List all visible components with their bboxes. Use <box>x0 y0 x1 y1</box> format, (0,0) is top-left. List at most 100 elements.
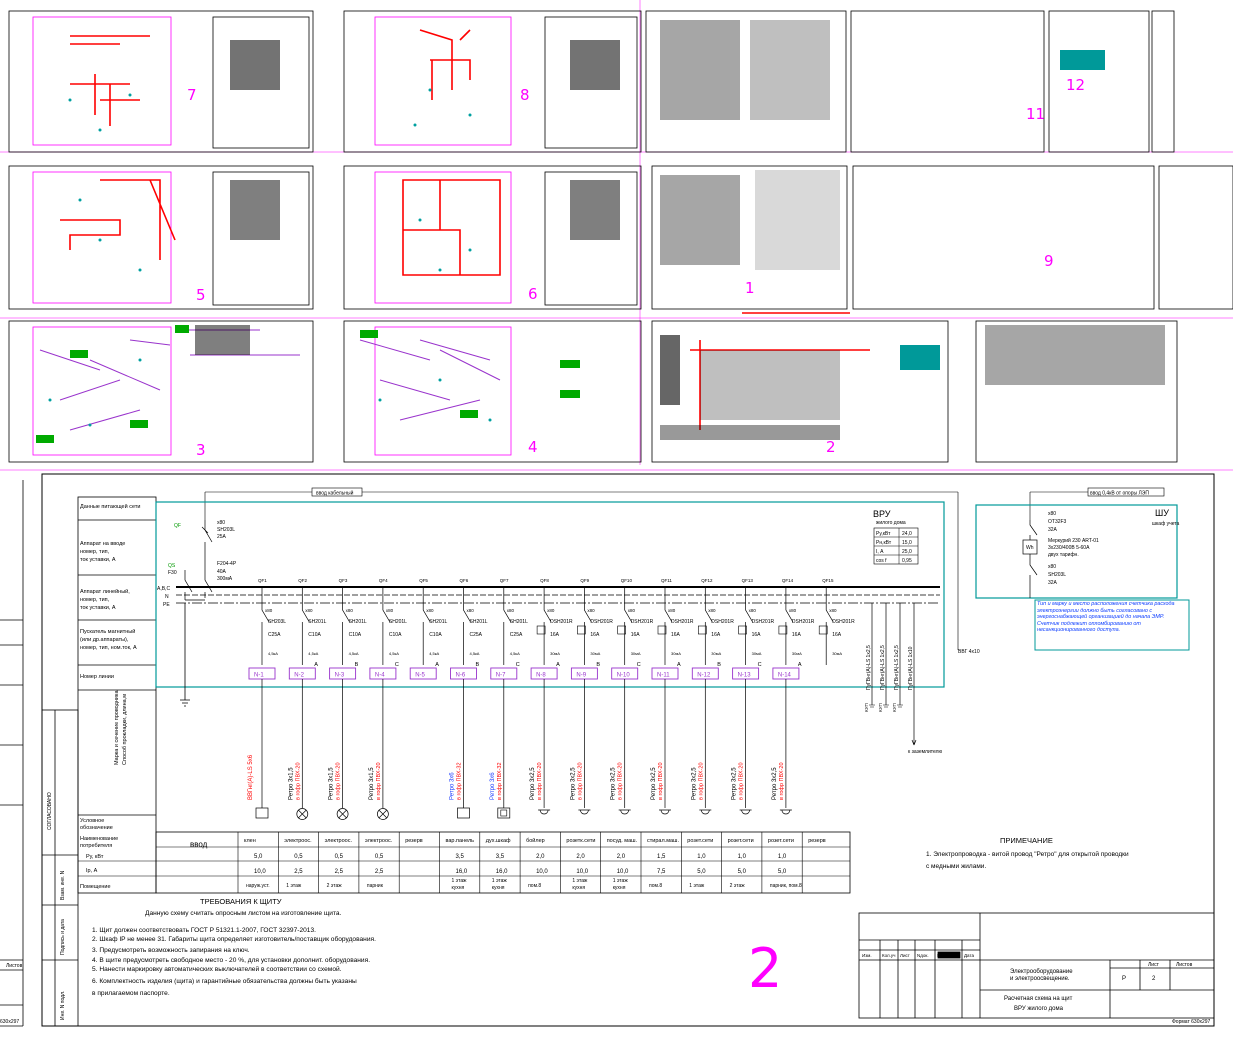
qf-curve: 4,5кА <box>510 651 520 656</box>
svg-text:3. Предусмотреть возможность з: 3. Предусмотреть возможность запирания н… <box>92 947 250 954</box>
socket-symbol <box>659 809 671 815</box>
svg-text:ток уставки, А: ток уставки, А <box>80 557 116 563</box>
phase-label: A <box>677 662 681 668</box>
qf-curve: 30мА <box>550 651 560 656</box>
qf-rating: x80 <box>467 608 475 613</box>
sheet-11-frame <box>850 10 1045 153</box>
sheet-number: 1 <box>745 279 755 297</box>
line-number: N-7 <box>496 673 506 679</box>
qf-type: DSH201R <box>631 619 654 625</box>
svg-text:потребителя: потребителя <box>80 843 112 849</box>
qf-rating: x80 <box>386 608 394 613</box>
to-ground-label: к заземлителю <box>908 749 943 755</box>
breaker-symbol <box>704 587 713 665</box>
qf-amp: C10A <box>349 632 362 638</box>
phase-label: A <box>556 662 560 668</box>
qf-curve: 4,5кА <box>268 651 278 656</box>
svg-text:Способ прокладки, длина,м: Способ прокладки, длина,м <box>122 694 128 765</box>
breaker-symbol <box>463 587 471 665</box>
phase-label: A <box>798 662 802 668</box>
phase-label: C <box>758 662 762 668</box>
qf-curve: 30мА <box>711 651 721 656</box>
qf-type: DSH201R <box>832 619 855 625</box>
sheet-7-frame <box>8 10 314 153</box>
rcd-symbol <box>536 625 546 635</box>
qf-amp: 16A <box>631 632 641 638</box>
qf-label: QF15 <box>822 578 834 583</box>
phase-label: C <box>516 662 520 668</box>
room-cell: 1 этаж <box>286 883 302 889</box>
qf-amp: C10A <box>429 632 442 638</box>
cable-label: Ретро 3х2,5 <box>611 767 617 800</box>
pipe-label: в гофр ПВХ-20 <box>336 762 342 800</box>
qf-label: QF7 <box>500 578 509 583</box>
phase-label: B <box>717 662 721 668</box>
line-number: N-1 <box>254 673 264 679</box>
sheet-number: 9 <box>1044 252 1054 270</box>
qf-amp: C25A <box>268 632 281 638</box>
pipe-label: в гофр ПВХ-20 <box>295 762 301 800</box>
qf-type: SH201L <box>510 619 528 625</box>
cable-input-label: ввод кабельный <box>316 490 354 497</box>
format-label: Формат 630х297 <box>1172 1019 1211 1025</box>
sheet-number: 7 <box>187 86 197 104</box>
phase-label: B <box>355 662 359 668</box>
inv-orig-label: Инв. N подл. <box>60 991 66 1020</box>
socket-symbol <box>699 809 712 815</box>
cable-label: Ретро 3х6 <box>450 772 456 800</box>
sheet-number: 3 <box>196 441 206 459</box>
input-device-label: Аппарат на вводе <box>80 541 125 547</box>
rcd-symbol <box>617 625 627 635</box>
breaker-symbol <box>745 587 753 665</box>
kup-label: КУП <box>864 703 869 712</box>
line-number: N-4 <box>375 673 385 679</box>
qf-label: QF1 <box>258 578 267 583</box>
qf-amp: 16A <box>590 632 600 638</box>
room-cell: 1 этаж <box>492 878 508 884</box>
qf-label: QF8 <box>540 578 549 583</box>
cable-label: Ретро 3х2,5 <box>732 767 738 800</box>
svg-text:Лист: Лист <box>900 953 910 958</box>
svg-text:Изм.: Изм. <box>862 953 872 958</box>
qf-type: DSH201R <box>752 619 775 625</box>
line-number: N-2 <box>294 673 304 679</box>
qf-rating: x80 <box>547 608 555 613</box>
breaker-symbol <box>382 587 391 665</box>
svg-text:номер, тип, ном.ток, А: номер, тип, ном.ток, А <box>80 645 137 651</box>
qf-amp: C25A <box>470 632 483 638</box>
room-cell: 2 этаж <box>327 883 343 889</box>
ip-cell: 5,0 <box>697 869 706 875</box>
cable-label: Ретро 3х1,5 <box>369 767 375 800</box>
shu-subtitle: шкаф учета <box>1152 521 1180 527</box>
qf-label: QF4 <box>379 578 388 583</box>
room-cell: 1 этаж <box>572 878 588 884</box>
consumer-cell: розетк.сети <box>566 838 595 844</box>
cable-label: Ретро 3х2,5 <box>691 767 697 800</box>
qf-curve: 30мА <box>792 651 802 656</box>
svg-text:4. В щите предусмотреть свобод: 4. В щите предусмотреть свободное место … <box>92 956 370 964</box>
ip-cell: 2,5 <box>294 869 303 875</box>
room-cell: пом.8 <box>528 883 541 889</box>
svg-text:QS: QS <box>168 563 176 569</box>
pu-cell: 0,5 <box>335 854 344 860</box>
qf-type: SH201L <box>308 619 326 625</box>
socket-symbol <box>739 809 752 815</box>
sheet-3-frame <box>8 320 314 463</box>
big-sheet-number: 2 <box>748 937 782 1000</box>
room-cell: парник <box>367 883 384 889</box>
qf-rating: x80 <box>265 608 273 613</box>
qf-amp: 16A <box>550 632 560 638</box>
svg-text:N: N <box>165 594 169 600</box>
sheet-number: 12 <box>1066 76 1085 94</box>
qf-rating: x80 <box>426 608 434 613</box>
line-number: N-3 <box>335 673 345 679</box>
svg-text:SH203L: SH203L <box>217 527 235 533</box>
sheet-9-frame <box>852 165 1155 310</box>
supply-data-label: Данные питающей сети <box>80 503 140 510</box>
sheet-12-frame <box>1048 10 1150 153</box>
qf-curve: 30мА <box>752 651 762 656</box>
